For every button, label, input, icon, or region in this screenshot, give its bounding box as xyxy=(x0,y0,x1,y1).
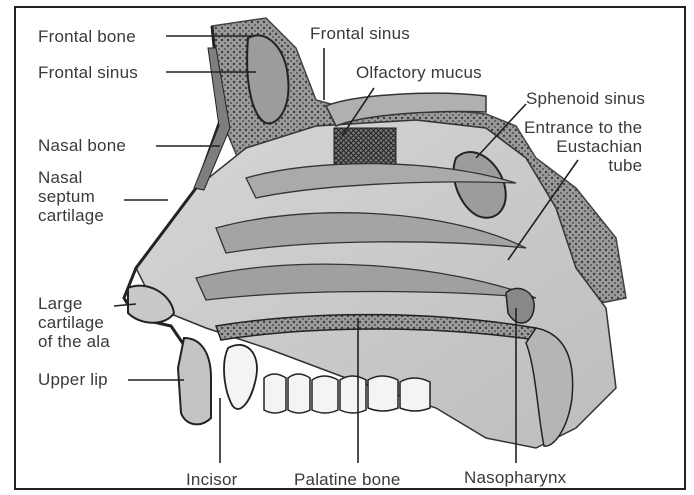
label-nasal-septum-cartilage: Nasal septum cartilage xyxy=(38,168,104,225)
label-nasal-bone: Nasal bone xyxy=(38,136,126,155)
upper-lip-shape xyxy=(178,338,211,424)
label-nasopharynx: Nasopharynx xyxy=(464,468,566,487)
incisor-tooth xyxy=(224,345,257,409)
nasal-anatomy-figure: Frontal bone Frontal sinus Frontal sinus… xyxy=(14,6,686,490)
label-incisor: Incisor xyxy=(186,470,237,489)
label-frontal-bone: Frontal bone xyxy=(38,27,136,46)
label-palatine-bone: Palatine bone xyxy=(294,470,401,489)
label-frontal-sinus-left: Frontal sinus xyxy=(38,63,138,82)
label-olfactory-mucus: Olfactory mucus xyxy=(356,63,482,82)
label-upper-lip: Upper lip xyxy=(38,370,108,389)
label-eustachian-tube: Entrance to the Eustachian tube xyxy=(524,118,642,175)
label-large-cartilage: Large cartilage of the ala xyxy=(38,294,110,351)
label-frontal-sinus-top: Frontal sinus xyxy=(310,24,410,43)
teeth-row xyxy=(264,374,430,413)
label-sphenoid-sinus: Sphenoid sinus xyxy=(526,89,645,108)
